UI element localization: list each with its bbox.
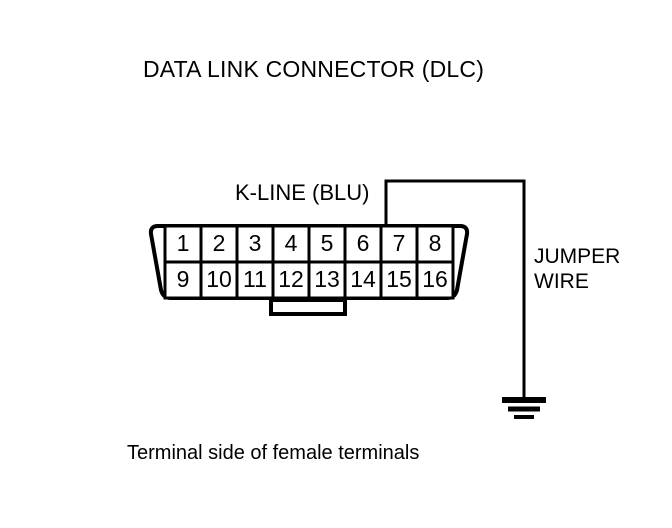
pin-label: 7 <box>393 230 406 256</box>
pin-labels-bottom-row: 9 10 11 12 13 14 15 16 <box>177 266 448 292</box>
pin-label: 6 <box>357 230 370 256</box>
pin-label: 15 <box>386 266 412 292</box>
pin-labels-top-row: 1 2 3 4 5 6 7 8 <box>177 230 442 256</box>
pin-label: 12 <box>278 266 304 292</box>
pin-label: 10 <box>206 266 232 292</box>
pin-column-dividers <box>199 226 419 298</box>
terminal-side-caption: Terminal side of female terminals <box>127 442 420 464</box>
page-title: DATA LINK CONNECTOR (DLC) <box>143 56 485 82</box>
pin-label: 8 <box>429 230 442 256</box>
pin-label: 4 <box>285 230 298 256</box>
pin-label: 3 <box>249 230 262 256</box>
pin-label: 11 <box>243 266 267 292</box>
connector-keying-tab <box>269 298 347 316</box>
pin-label: 13 <box>314 266 340 292</box>
pin-label: 1 <box>177 230 190 256</box>
jumper-wire-label-line2: WIRE <box>534 270 589 293</box>
pin-label: 5 <box>321 230 334 256</box>
kline-label: K-LINE (BLU) <box>235 180 370 205</box>
pin-label: 16 <box>422 266 448 292</box>
jumper-wire-label: JUMPER WIRE <box>534 244 620 294</box>
jumper-wire-conductor <box>384 179 526 398</box>
jumper-wire-label-line1: JUMPER <box>534 245 621 268</box>
pin-label: 14 <box>350 266 376 292</box>
pin-label: 9 <box>177 266 190 292</box>
pin-label: 2 <box>213 230 226 256</box>
ground-symbol <box>502 397 546 419</box>
